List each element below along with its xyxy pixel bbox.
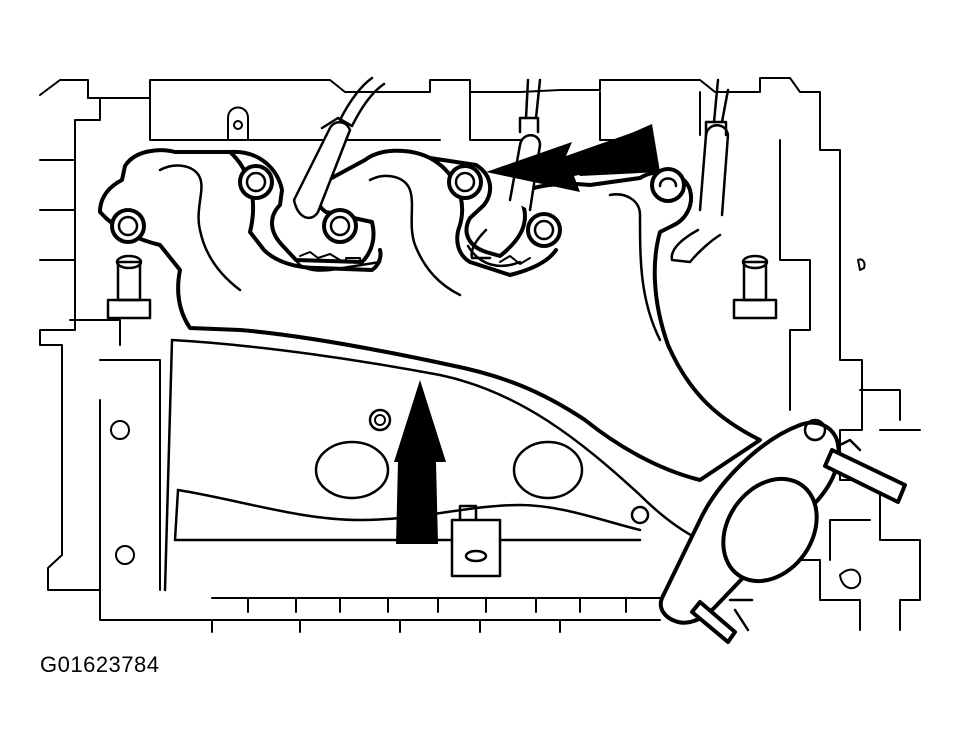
manifold-nut-5	[526, 212, 562, 248]
manifold-nut-4	[447, 164, 483, 200]
spark-plug-wires	[292, 76, 730, 264]
arrow-vertical	[394, 380, 446, 544]
indicator-arrows	[394, 124, 660, 544]
arrow-upper-right	[570, 124, 660, 176]
outlet-flange	[658, 418, 907, 644]
manifold-nut-2	[238, 164, 274, 200]
heat-shield	[163, 338, 702, 592]
manifold-nuts	[110, 164, 686, 248]
figure-id-label: G01623784	[40, 652, 160, 677]
manifold-nut-6	[650, 167, 686, 203]
manifold-nut-1	[110, 208, 146, 244]
manifold-nut-3	[322, 208, 358, 244]
